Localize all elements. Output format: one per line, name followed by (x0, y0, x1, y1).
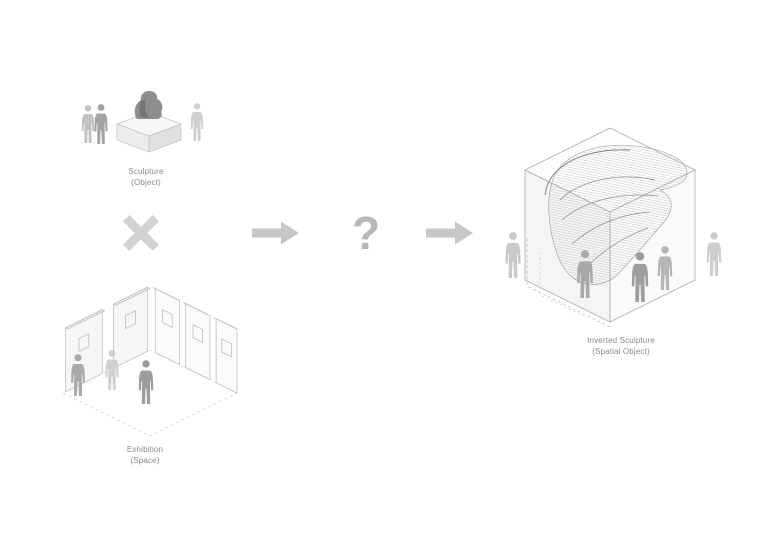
pedestal (116, 111, 182, 153)
gallery-wall-panels (64, 286, 238, 394)
sculpture-caption: Sculpture (Object) (128, 166, 163, 188)
arrow-right-icon (426, 221, 473, 245)
floor-outline (62, 349, 238, 437)
inverted-sculpture-caption: Inverted Sculpture (Spatial Object) (587, 335, 655, 357)
artwork-frame (162, 309, 173, 329)
visitor-silhouette (190, 103, 204, 141)
exhibition-caption-line1: Exhibition (126, 445, 164, 454)
arrow-right-icon (252, 221, 299, 245)
carved-cavity-hatch (548, 145, 688, 285)
exhibition-caption: Exhibition (Space) (127, 444, 163, 466)
cavity-contour-lines (544, 149, 659, 265)
inverted-sculpture-caption-line2: (Spatial Object) (592, 347, 650, 356)
visitor-silhouette (706, 232, 722, 276)
sculpture-figure (134, 91, 163, 119)
multiply-icon (122, 214, 160, 252)
inverted-sculpture-illustration (505, 127, 722, 328)
artwork-frame (192, 324, 203, 344)
visitor-silhouette (138, 360, 154, 404)
artwork-frame (221, 338, 232, 358)
sculpture-object-illustration (81, 91, 204, 153)
artwork-frame (125, 310, 136, 330)
artwork-frame (78, 333, 90, 353)
sculpture-caption-line2: (Object) (131, 178, 161, 187)
exhibition-caption-line2: (Space) (130, 456, 160, 465)
visitor-silhouette (94, 104, 108, 144)
exhibition-space-illustration (62, 286, 238, 437)
sculpture-figure-shade (139, 100, 149, 118)
sculpture-caption-line1: Sculpture (128, 167, 164, 176)
visitor-silhouette (505, 232, 521, 278)
question-mark: ? (352, 207, 380, 259)
visitor-silhouette (81, 105, 95, 143)
inverted-sculpture-caption-line1: Inverted Sculpture (587, 336, 655, 345)
hidden-edge-dashed (539, 252, 587, 318)
